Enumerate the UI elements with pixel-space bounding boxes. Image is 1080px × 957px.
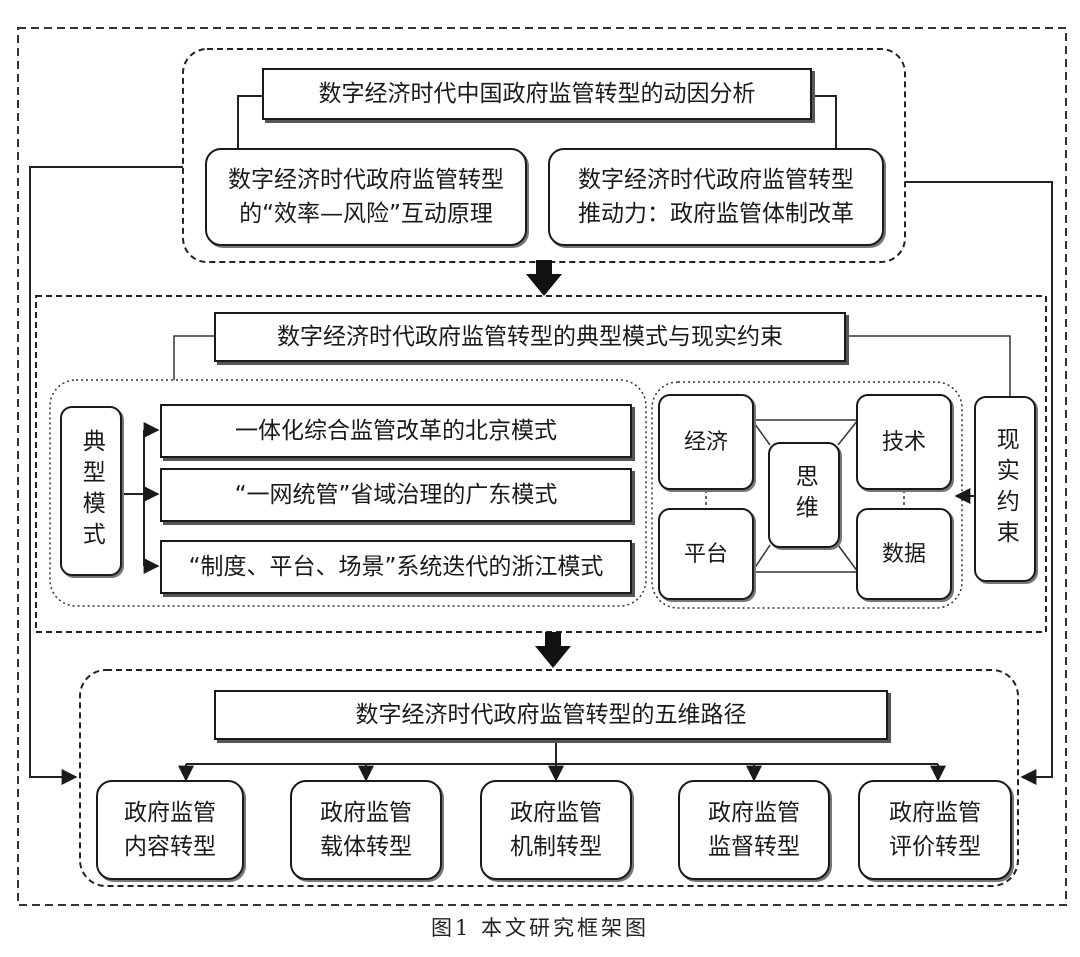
section3-title: 数字经济时代政府监管转型的五维路径: [214, 690, 888, 740]
s1-right-bracket: [812, 95, 837, 148]
down-arrow-2: [535, 632, 571, 668]
s2-right-connector: [846, 335, 1011, 396]
right-feedback-line: [905, 181, 1053, 785]
outer-frame: [17, 27, 1067, 906]
modes-group-frame: [49, 379, 647, 607]
s2-left-connector: [173, 335, 214, 380]
path-mechanism: 政府监管 机制转型: [480, 780, 632, 880]
s1-efficiency-risk-box: 数字经济时代政府监管转型 的“效率—风险”互动原理: [205, 148, 527, 246]
path-carrier: 政府监管 载体转型: [290, 780, 442, 880]
mode-guangdong: “一网统管”省域治理的广东模式: [160, 468, 632, 522]
section2-frame: [35, 295, 1047, 633]
s1-left-bracket: [237, 95, 262, 148]
path-supervision: 政府监管 监督转型: [678, 780, 830, 880]
mode-zhejiang: “制度、平台、场景”系统迭代的浙江模式: [160, 540, 632, 594]
section1-title: 数字经济时代中国政府监管转型的动因分析: [262, 68, 812, 120]
factor-economy: 经济: [658, 394, 754, 490]
mode-beijing: 一体化综合监管改革的北京模式: [160, 404, 632, 458]
factor-technology: 技术: [856, 394, 952, 490]
factor-platform: 平台: [658, 508, 754, 600]
s1-reform-driver-box: 数字经济时代政府监管转型 推动力：政府监管体制改革: [548, 148, 884, 246]
path-evaluation: 政府监管 评价转型: [858, 780, 1012, 880]
factor-data: 数据: [856, 508, 952, 600]
section3-frame: [79, 669, 1019, 887]
down-arrow-1: [526, 260, 562, 296]
left-feedback-line: [29, 166, 183, 785]
paths-tree: [178, 740, 946, 782]
path-content: 政府监管 内容转型: [96, 780, 244, 880]
modes-tree: [122, 422, 160, 574]
figure-caption: 图1 本文研究框架图: [430, 916, 650, 940]
section2-title: 数字经济时代政府监管转型的典型模式与现实约束: [214, 312, 846, 362]
typical-modes-label: 典型模式: [60, 406, 122, 576]
factor-links: [705, 419, 905, 573]
factor-thinking-center: 思维: [768, 442, 840, 548]
realistic-constraint-label: 现实约束: [974, 396, 1036, 582]
